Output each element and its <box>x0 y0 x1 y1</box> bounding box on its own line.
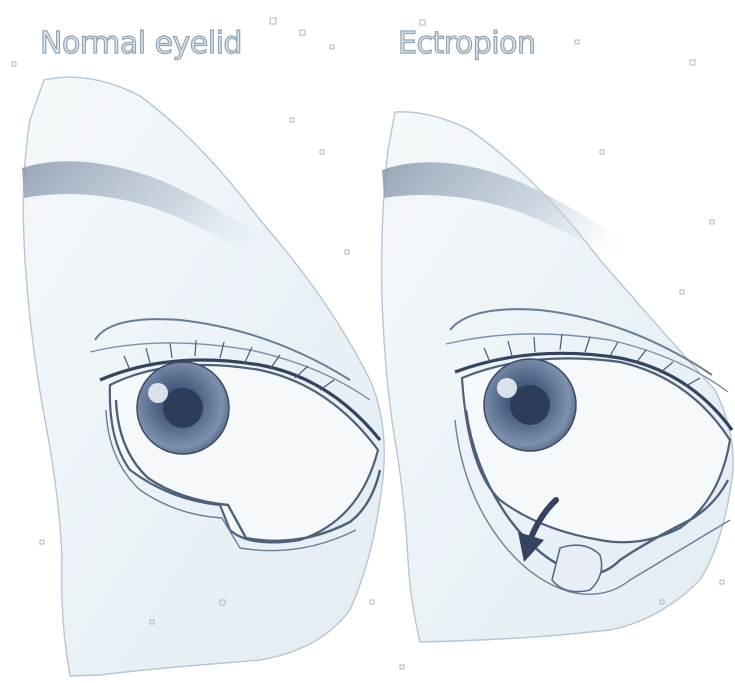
normal-iris <box>137 362 229 454</box>
normal-eyelid-illustration <box>22 77 384 676</box>
ectropion-iris <box>484 359 576 451</box>
ectropion-illustration <box>382 112 734 642</box>
